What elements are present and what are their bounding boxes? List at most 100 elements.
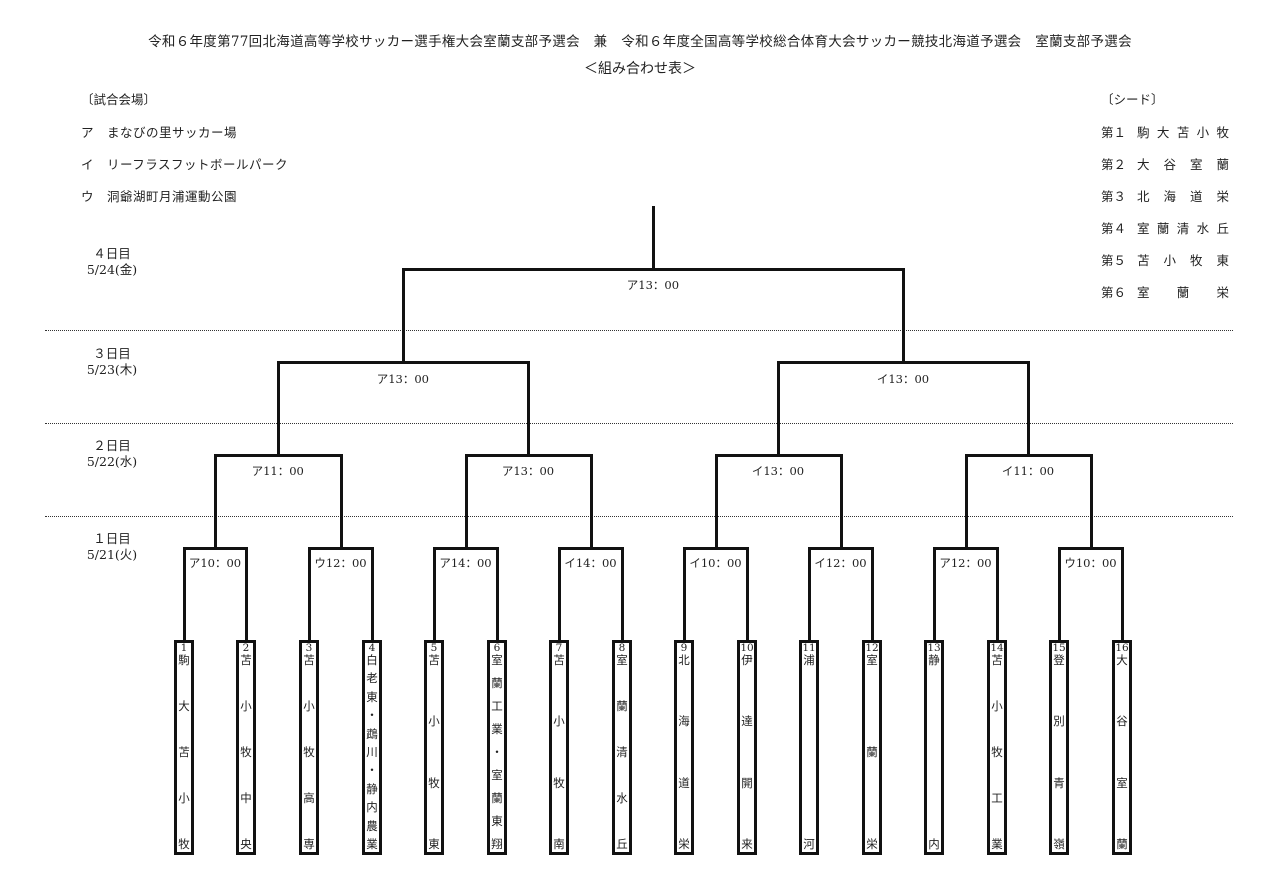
seed-rank: 第１ — [1101, 125, 1127, 140]
team-name: 伊達開来 — [741, 653, 753, 851]
bracket-sf-right-1 — [527, 361, 530, 457]
team-number: 14 — [990, 642, 1004, 654]
match-final-time: ア13：00 — [626, 278, 680, 292]
day-1-date: 5/21(火) — [86, 547, 138, 562]
team-number: 10 — [740, 642, 754, 654]
seed-school: 大谷室蘭 — [1137, 157, 1229, 172]
bracket-r1-right-5 — [746, 547, 749, 643]
team-name: 登別青嶺 — [1053, 653, 1065, 851]
divider-day4-day3 — [45, 330, 1233, 331]
bracket-qf-right-3 — [839, 454, 843, 550]
page-subtitle: ＜組み合わせ表＞ — [584, 61, 696, 77]
bracket-r1-left-4 — [558, 547, 561, 643]
team-number: 11 — [802, 642, 816, 654]
match-qf-time-4: イ11：00 — [1001, 464, 1055, 478]
team-number: 15 — [1052, 642, 1066, 654]
team-name: 苫小牧高専 — [303, 653, 315, 851]
bracket-qf-left-2 — [464, 454, 468, 550]
seed-school: 苫小牧東 — [1137, 253, 1229, 268]
day-4: ４日目 5/24(金) — [72, 246, 152, 278]
divider-day3-day2 — [45, 423, 1233, 424]
team-number: 12 — [865, 642, 879, 654]
bracket-qf-left-4 — [964, 454, 968, 550]
bracket-r1-right-2 — [371, 547, 374, 643]
bracket-qf-right-4 — [1089, 454, 1093, 550]
bracket-r1-right-1 — [245, 547, 248, 643]
bracket-r1-left-1 — [183, 547, 186, 643]
day-2: ２日目 5/22(水) — [72, 438, 152, 470]
team-name: 大谷室蘭 — [1116, 653, 1128, 851]
team-name: 室蘭栄 — [866, 653, 878, 851]
venue-u: ウ 洞爺湖町月浦運動公園 — [81, 189, 238, 204]
team-number: 1 — [180, 642, 188, 654]
bracket-r1-right-3 — [496, 547, 499, 643]
seed-school: 室蘭栄 — [1137, 285, 1229, 300]
team-number: 13 — [927, 642, 941, 654]
bracket-r1-right-4 — [621, 547, 624, 643]
team-number: 9 — [680, 642, 688, 654]
bracket-qf-right-1 — [339, 454, 343, 550]
team-number: 7 — [555, 642, 563, 654]
team-name: 白老東・鵡川・静内農業 — [366, 653, 378, 851]
seed-school: 駒大苫小牧 — [1137, 125, 1229, 140]
team-name: 室蘭工業・室蘭東翔 — [491, 653, 503, 851]
day-3-label: ３日目 — [93, 346, 131, 361]
bracket-qf-right-2 — [589, 454, 593, 550]
match-r1-time-4: イ14：00 — [564, 556, 617, 570]
venue-heading: 〔試合会場〕 — [81, 92, 157, 107]
bracket-final-right — [902, 268, 905, 364]
bracket-r1-left-3 — [433, 547, 436, 643]
seed-heading: 〔シード〕 — [1101, 92, 1164, 107]
bracket-sf-left-1 — [276, 361, 280, 457]
divider-day2-day1 — [45, 516, 1233, 517]
team-number: 4 — [368, 642, 376, 654]
seed-rank: 第４ — [1101, 221, 1127, 236]
seed-school: 北海道栄 — [1137, 189, 1229, 204]
day-3-date: 5/23(木) — [86, 362, 138, 377]
seed-rank: 第６ — [1101, 285, 1127, 300]
bracket-r1-left-2 — [308, 547, 311, 643]
team-number: 16 — [1115, 642, 1129, 654]
day-1: １日目 5/21(火) — [72, 531, 152, 563]
match-r1-time-7: ア12：00 — [939, 556, 992, 570]
seed-6: 第６ 室蘭栄 — [1101, 282, 1229, 301]
bracket-sf-left-2 — [777, 361, 780, 457]
team-name: 苫小牧東 — [428, 653, 440, 851]
match-qf-time-3: イ13：00 — [751, 464, 805, 478]
seed-rank: 第３ — [1101, 189, 1127, 204]
team-number: 8 — [618, 642, 626, 654]
page-title: 令和６年度第77回北海道高等学校サッカー選手権大会室蘭支部予選会 兼 令和６年度… — [148, 34, 1132, 50]
team-name: 苫小牧中央 — [240, 653, 252, 851]
bracket-champion-line — [651, 206, 655, 271]
match-r1-time-2: ウ12：00 — [314, 556, 367, 570]
team-number: 2 — [242, 642, 250, 654]
bracket-final-left — [401, 268, 405, 364]
seed-2: 第２ 大谷室蘭 — [1101, 154, 1229, 173]
bracket-qf-left-3 — [714, 454, 718, 550]
match-sf-time-2: イ13：00 — [876, 372, 930, 386]
seed-rank: 第２ — [1101, 157, 1127, 172]
team-name: 静内 — [928, 653, 940, 851]
venue-i: イ リーフラスフットボールパーク — [81, 157, 289, 172]
match-r1-time-5: イ10：00 — [689, 556, 742, 570]
team-number: 3 — [305, 642, 313, 654]
bracket-r1-right-7 — [996, 547, 999, 643]
seed-3: 第３ 北海道栄 — [1101, 186, 1229, 205]
day-3: ３日目 5/23(木) — [72, 346, 152, 378]
team-name: 北海道栄 — [678, 653, 690, 851]
bracket-r1-left-8 — [1058, 547, 1061, 643]
team-name: 室蘭清水丘 — [616, 653, 628, 851]
